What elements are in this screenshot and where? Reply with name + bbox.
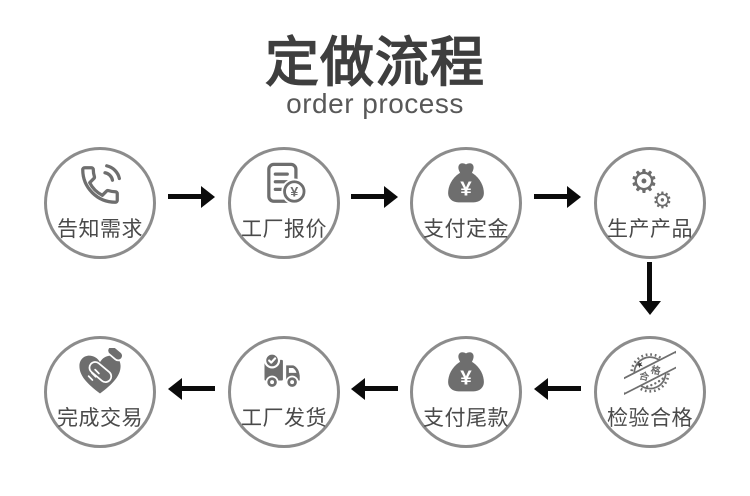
flow-arrow-right-3: [534, 185, 581, 209]
stamp-banner: [624, 350, 676, 396]
clasped-hands: [88, 361, 113, 383]
step-label: 支付定金: [423, 218, 509, 241]
stamp-text-1: 合: [637, 368, 651, 383]
flow-arrow-left-1: [534, 377, 581, 401]
quote-document-icon: ¥: [258, 159, 310, 211]
star-icon: ★: [634, 358, 646, 371]
flow-arrow-down: [638, 262, 662, 316]
yuan-badge: [283, 180, 306, 203]
stamp-text-2: 格: [650, 363, 663, 378]
money-bag-icon: ¥: [440, 348, 492, 400]
flow-arrow-left-2: [351, 377, 398, 401]
step-produce-products: ⚙ ⚙ 生产产品: [594, 147, 706, 259]
step-pay-deposit: ¥ 支付定金: [410, 147, 522, 259]
yuan-symbol: ¥: [460, 177, 472, 200]
handshake-heart-icon: [74, 348, 126, 400]
step-label: 支付尾款: [423, 407, 509, 430]
step-label: 工厂发货: [241, 407, 327, 430]
step-inform-needs: 告知需求: [44, 147, 156, 259]
page-title: 定做流程: [265, 33, 485, 93]
step-label: 告知需求: [57, 218, 143, 241]
flow-arrow-right-1: [168, 185, 215, 209]
yuan-symbol: ¥: [460, 366, 472, 389]
fingers: [87, 368, 100, 381]
sleeve-right: [106, 348, 124, 362]
step-label: 检验合格: [607, 407, 693, 430]
flow-arrow-right-2: [351, 185, 398, 209]
truck-window: [288, 368, 297, 373]
gears-icon: ⚙ ⚙: [624, 159, 676, 211]
step-inspection-qualified: 合 格 ★ 检验合格: [594, 336, 706, 448]
step-factory-quote: ¥ 工厂报价: [228, 147, 340, 259]
money-bag-icon: ¥: [440, 159, 492, 211]
page-subtitle: order process: [286, 88, 464, 119]
delivery-truck-icon: [258, 348, 310, 400]
qualified-stamp-icon: 合 格 ★: [624, 348, 676, 400]
step-factory-ship: 工厂发货: [228, 336, 340, 448]
step-label: 工厂报价: [241, 218, 327, 241]
gear-small: ⚙: [652, 187, 672, 211]
step-complete-transaction: 完成交易: [44, 336, 156, 448]
step-pay-balance: ¥ 支付尾款: [410, 336, 522, 448]
step-label: 完成交易: [57, 407, 143, 430]
flow-arrow-left-3: [168, 377, 215, 401]
phone-icon: [74, 159, 126, 211]
yuan-symbol: ¥: [290, 183, 298, 199]
gear-large: ⚙: [629, 164, 658, 200]
step-label: 生产产品: [607, 218, 693, 241]
check-icon: [268, 357, 277, 364]
